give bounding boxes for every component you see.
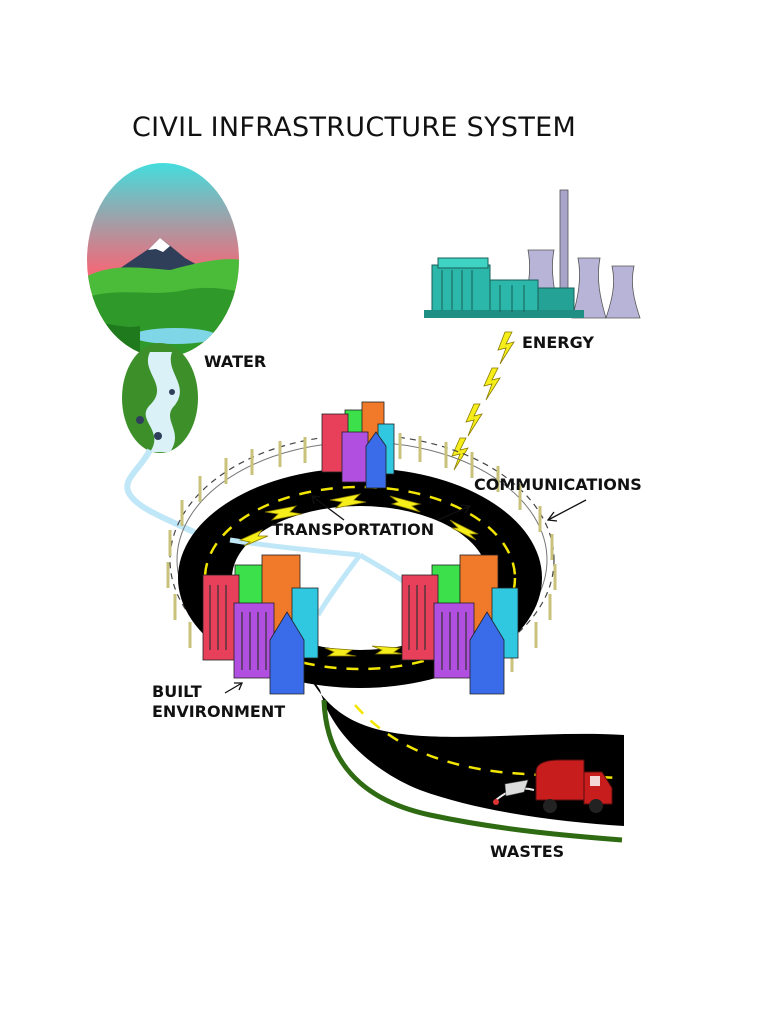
city-cluster-left bbox=[202, 554, 319, 695]
built-environment-label-line1: BUILT bbox=[152, 682, 202, 701]
energy-lightning-bolts bbox=[451, 331, 515, 471]
wastes-label: WASTES bbox=[490, 842, 565, 861]
water-label: WATER bbox=[204, 352, 267, 371]
city-cluster-right bbox=[401, 554, 519, 695]
power-plant-illustration bbox=[424, 189, 641, 319]
built-environment-label-line2: ENVIRONMENT bbox=[152, 702, 286, 721]
annotation-arrows bbox=[224, 495, 587, 694]
city-cluster-top bbox=[321, 401, 395, 489]
transportation-label: TRANSPORTATION bbox=[272, 520, 435, 539]
energy-label: ENERGY bbox=[522, 333, 594, 352]
communications-label: COMMUNICATIONS bbox=[474, 475, 642, 494]
transportation-lightning-bolts bbox=[238, 493, 479, 657]
diagram-title: CIVIL INFRASTRUCTURE SYSTEM bbox=[132, 112, 577, 143]
garbage-truck bbox=[493, 759, 613, 813]
